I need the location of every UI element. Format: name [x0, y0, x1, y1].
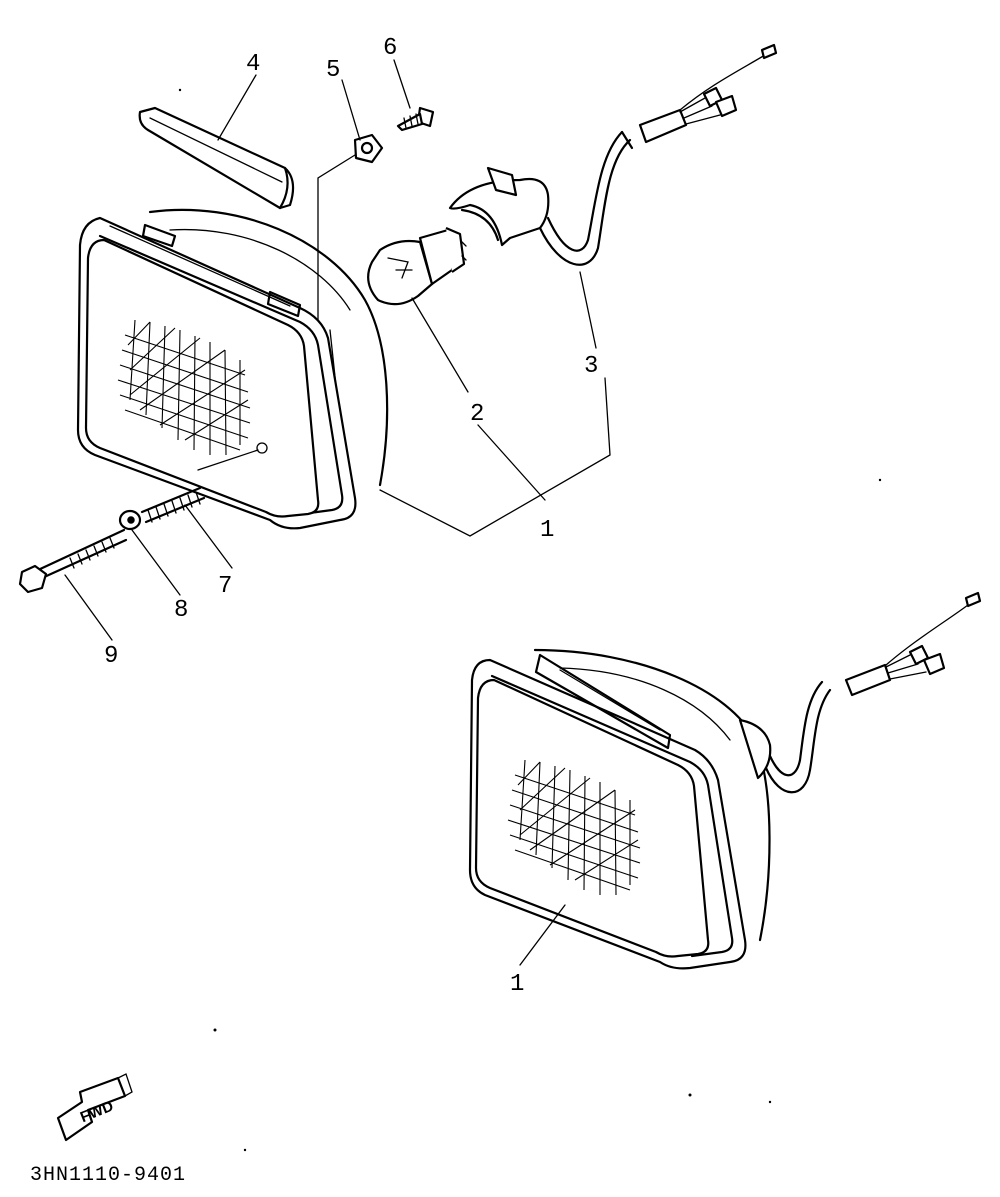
callout-7: 7	[218, 573, 232, 600]
callout-5: 5	[326, 57, 340, 84]
bulb-socket-cord	[448, 43, 778, 266]
lens-pattern-upper	[117, 319, 251, 456]
leader-8	[131, 529, 181, 596]
headlight-lower	[468, 591, 982, 970]
washer	[118, 509, 142, 531]
screw	[396, 106, 435, 132]
fwd-arrow-icon: FWD	[56, 1073, 133, 1142]
callout-4: 4	[246, 51, 260, 78]
cover-strip	[138, 106, 295, 210]
callout-1-upper: 1	[540, 517, 554, 544]
leader-2	[411, 297, 469, 393]
leader-9	[64, 574, 113, 641]
callout-9: 9	[104, 643, 118, 670]
headlight-upper	[76, 208, 389, 530]
callout-6: 6	[383, 35, 397, 62]
drawing-code: 3HN1110-9401	[30, 1164, 186, 1187]
leader-lines	[64, 59, 611, 966]
nut	[353, 133, 384, 164]
leader-3-top	[579, 271, 597, 349]
callout-3: 3	[584, 353, 598, 380]
lens-pattern-lower	[507, 759, 641, 896]
leader-1-and-3	[379, 377, 611, 537]
callout-1-lower: 1	[510, 971, 524, 998]
leader-1-from-2	[477, 424, 546, 501]
adjuster-hole-upper	[256, 442, 268, 454]
spring	[140, 486, 206, 524]
callouts: 4 5 6 2 3 1 7 8 9 1	[104, 35, 598, 998]
callout-8: 8	[174, 597, 188, 624]
leader-5-to-lamp	[317, 154, 356, 321]
leader-5	[341, 79, 361, 141]
leader-6	[393, 59, 411, 109]
leader-4	[217, 74, 257, 141]
leader-7	[184, 504, 233, 569]
scan-specks	[178, 88, 882, 1152]
adjusting-screw	[18, 528, 128, 594]
leader-1-lower	[519, 904, 566, 966]
bulb	[367, 226, 467, 306]
callout-2: 2	[470, 401, 484, 428]
leader-adjuster	[197, 449, 259, 471]
